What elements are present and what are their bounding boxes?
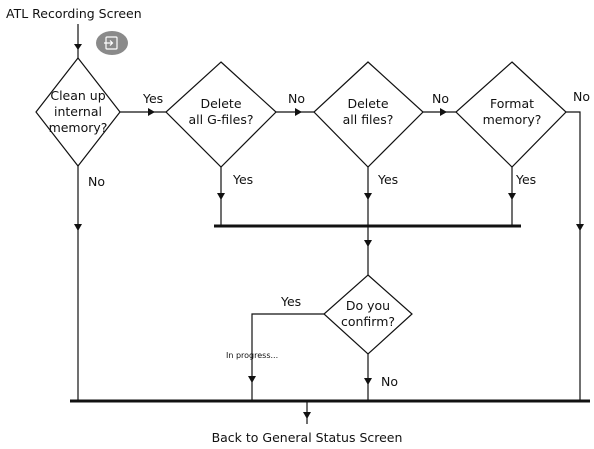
edge-format-no-label: No — [573, 89, 590, 104]
decision-delete-all-line2: all files? — [343, 112, 394, 127]
edge-format-yes-arrow — [508, 193, 516, 200]
end-label: Back to General Status Screen — [212, 430, 403, 445]
edge-confirm-no-arrow — [364, 378, 372, 385]
decision-confirm-line2: confirm? — [341, 314, 395, 329]
edge-delete-g-no-label: No — [288, 91, 305, 106]
decision-format-line2: memory? — [483, 112, 542, 127]
decision-cleanup-line2: internal — [54, 104, 102, 119]
edge-delete-all-no-label: No — [432, 91, 449, 106]
edge-format-yes-label: Yes — [515, 172, 536, 187]
edge-delete-g-yes-label: Yes — [232, 172, 253, 187]
edge-format-no-arrow — [576, 224, 584, 231]
edge-delete-all-yes-label: Yes — [377, 172, 398, 187]
edge-cleanup-yes-arrow — [148, 108, 155, 116]
edge-confirm-no-label: No — [381, 374, 398, 389]
decision-delete-g-line1: Delete — [200, 96, 241, 111]
decision-confirm-line1: Do you — [346, 298, 390, 313]
edge-confirm-yes — [251, 313, 324, 401]
decision-cleanup-line3: memory? — [49, 120, 108, 135]
start-label: ATL Recording Screen — [6, 6, 142, 21]
decision-delete-g-line2: all G-files? — [189, 112, 254, 127]
edge-confirm-yes-arrow — [248, 376, 256, 383]
exit-arrow — [303, 412, 311, 419]
edge-delete-g-yes-arrow — [217, 193, 225, 200]
menu-enter-icon[interactable] — [96, 31, 128, 55]
edge-cleanup-no-arrow — [74, 224, 82, 231]
decision-delete-all-line1: Delete — [347, 96, 388, 111]
edge-delete-all-no-arrow — [440, 108, 447, 116]
progress-label: In progress... — [226, 351, 278, 360]
decision-format-line1: Format — [490, 96, 534, 111]
edge-cleanup-no-label: No — [88, 174, 105, 189]
decision-cleanup-line1: Clean up — [50, 88, 105, 103]
edge-cleanup-yes-label: Yes — [142, 91, 163, 106]
edge-delete-all-yes-arrow — [364, 193, 372, 200]
edge-confirm-yes-label: Yes — [280, 294, 301, 309]
edge-merge-confirm-arrow — [364, 240, 372, 247]
edge-format-no — [566, 111, 581, 401]
entry-arrow — [74, 44, 82, 50]
edge-delete-g-no-arrow — [295, 108, 302, 116]
